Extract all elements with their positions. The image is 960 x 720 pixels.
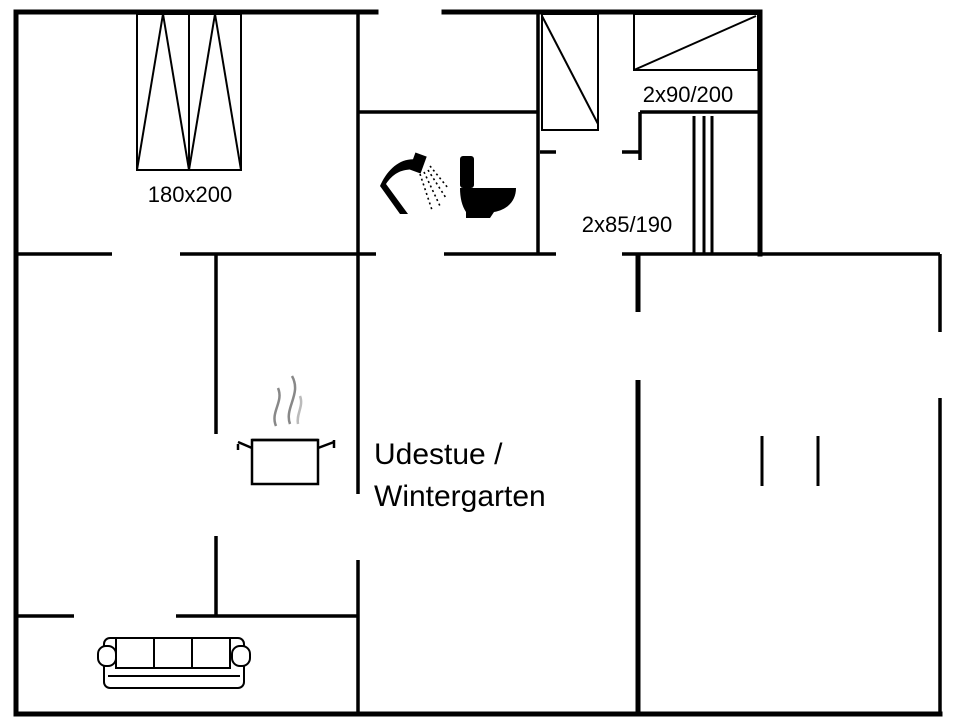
bunk-bed-icon	[692, 116, 714, 254]
sunroom-label-line1: Udestue /	[374, 438, 503, 471]
toilet-icon	[460, 156, 516, 218]
shower-icon	[380, 152, 449, 214]
bunk-bed-size-label: 2x85/190	[582, 212, 673, 237]
cooking-pot-icon	[236, 375, 336, 486]
top-right-bed-size-label: 2x90/200	[643, 82, 734, 107]
right-room-fixture-icon	[760, 436, 820, 486]
single-bed-icon	[541, 13, 599, 131]
main-bed-size-label: 180x200	[148, 182, 232, 207]
double-bed-icon	[136, 13, 242, 171]
outer-walls	[13, 9, 943, 717]
top-right-bed-icon	[633, 13, 759, 71]
sunroom-label-line2: Wintergarten	[374, 480, 546, 513]
sofa-icon	[97, 637, 251, 689]
interior-walls	[16, 12, 942, 714]
